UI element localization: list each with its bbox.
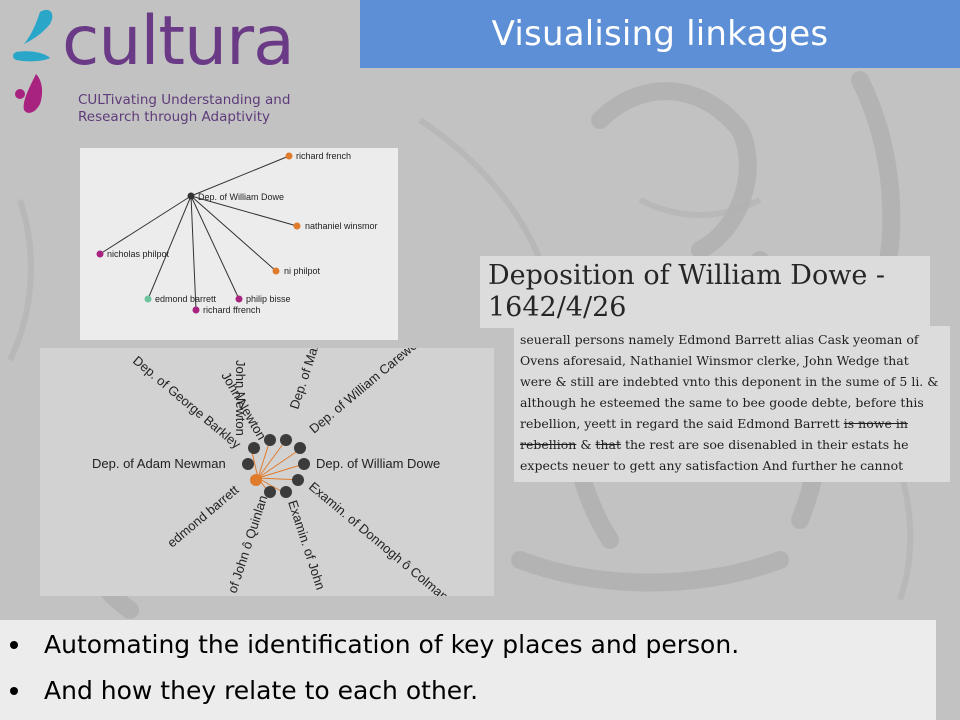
tree-node[interactable] bbox=[144, 295, 152, 303]
excerpt-line: rebellion & that the rest are soe disena… bbox=[520, 437, 909, 452]
struck-text: that bbox=[595, 437, 621, 452]
logo-wordmark: cultura bbox=[62, 2, 295, 81]
excerpt-line: although he esteemed the same to bee goo… bbox=[520, 395, 924, 410]
radial-edge bbox=[257, 463, 305, 479]
bullet-item: And how they relate to each other. bbox=[10, 676, 478, 705]
deposition-heading: Deposition of William Dowe - 1642/4/26 bbox=[480, 256, 930, 328]
radial-edge bbox=[257, 439, 271, 479]
radial-node[interactable] bbox=[280, 486, 292, 498]
radial-edge bbox=[257, 439, 287, 479]
radial-graph-panel: John Newton John Newton Dep. of Mary Dep… bbox=[40, 348, 494, 596]
radial-node[interactable] bbox=[248, 442, 260, 454]
bullet-list: Automating the identification of key pla… bbox=[0, 620, 936, 720]
radial-label: John Newton bbox=[233, 360, 248, 436]
struck-text: is nowe in bbox=[843, 416, 908, 431]
radial-label: Examin. of John bbox=[285, 498, 328, 591]
tree-node-label: richard french bbox=[296, 151, 351, 161]
tree-node[interactable] bbox=[272, 267, 280, 275]
struck-text: rebellion bbox=[520, 437, 577, 452]
tree-graph-panel: Dep. of William Dowe richard french nath… bbox=[80, 148, 398, 340]
radial-node[interactable] bbox=[242, 458, 254, 470]
tree-edge bbox=[147, 195, 192, 300]
radial-label: Dep. of Adam Newman bbox=[92, 456, 226, 471]
tree-edge bbox=[190, 195, 197, 311]
tree-edge bbox=[190, 195, 298, 227]
logo-tagline: CULTivating Understanding and Research t… bbox=[78, 92, 290, 126]
tree-node-label: richard ffrench bbox=[203, 305, 260, 315]
radial-label: Dep. of William Carewe bbox=[306, 348, 420, 436]
tree-node[interactable] bbox=[293, 222, 301, 230]
radial-label: Examin. of Donnogh ô Colman bbox=[306, 479, 451, 596]
radial-label: Dep. of William Dowe bbox=[316, 456, 440, 471]
tree-node-label: ni philpot bbox=[284, 266, 321, 276]
tree-node-label: philip bisse bbox=[246, 294, 291, 304]
bullet-dot-icon bbox=[10, 686, 18, 695]
radial-label: of John ô Quinlan bbox=[225, 493, 271, 595]
tree-node[interactable] bbox=[285, 152, 293, 160]
tree-edge bbox=[190, 195, 277, 272]
tree-node-group: richard french nathaniel winsmor nichola… bbox=[96, 151, 378, 315]
radial-edge bbox=[251, 451, 259, 479]
tree-node-label: edmond barrett bbox=[155, 294, 217, 304]
tree-center-label: Dep. of William Dowe bbox=[198, 192, 284, 202]
radial-edge bbox=[257, 447, 303, 479]
excerpt-line: were & still are indebted vnto this depo… bbox=[520, 374, 939, 389]
title-bar: Visualising linkages bbox=[360, 0, 960, 68]
tree-edge bbox=[99, 195, 192, 255]
radial-node[interactable] bbox=[264, 486, 276, 498]
radial-graph: John Newton John Newton Dep. of Mary Dep… bbox=[92, 348, 451, 596]
bullet-text: Automating the identification of key pla… bbox=[44, 630, 740, 659]
radial-node[interactable] bbox=[292, 474, 304, 486]
tree-node[interactable] bbox=[192, 306, 200, 314]
radial-node[interactable] bbox=[298, 458, 310, 470]
deposition-title-line1: Deposition of William Dowe - bbox=[488, 260, 885, 291]
radial-node[interactable] bbox=[294, 442, 306, 454]
radial-label: Dep. of Mary bbox=[287, 348, 324, 411]
deposition-title-line2: 1642/4/26 bbox=[488, 292, 627, 323]
logo-tagline-line2: Research through Adaptivity bbox=[78, 109, 271, 125]
excerpt-line: expects neuer to gett any satisfaction A… bbox=[520, 458, 904, 473]
radial-selected-node[interactable] bbox=[250, 474, 262, 486]
cultura-logo: cultura CULTivating Understanding and Re… bbox=[6, 2, 306, 132]
bullet-dot-icon bbox=[10, 640, 18, 649]
excerpt-text: rebellion, yeett in regard the said Edmo… bbox=[520, 416, 844, 431]
radial-node[interactable] bbox=[264, 434, 276, 446]
excerpt-text: the rest are soe disenabled in their est… bbox=[620, 437, 909, 452]
tree-graph: Dep. of William Dowe richard french nath… bbox=[96, 151, 378, 315]
logo-tagline-line1: CULTivating Understanding and bbox=[78, 92, 291, 108]
bullet-text: And how they relate to each other. bbox=[44, 676, 479, 705]
tree-node[interactable] bbox=[96, 250, 104, 258]
splash-icon bbox=[13, 9, 53, 113]
excerpt-line: seuerall persons namely Edmond Barrett a… bbox=[520, 332, 919, 347]
excerpt-line: rebellion, yeett in regard the said Edmo… bbox=[520, 416, 908, 431]
radial-label: edmond barrett bbox=[164, 482, 241, 550]
excerpt-line: Ovens aforesaid, Nathaniel Winsmor clerk… bbox=[520, 353, 909, 368]
tree-node-label: nathaniel winsmor bbox=[305, 221, 378, 231]
radial-label: Dep. of George Barkley bbox=[130, 353, 244, 452]
slide-title: Visualising linkages bbox=[491, 14, 829, 54]
tree-center-node[interactable] bbox=[187, 192, 195, 200]
tree-node[interactable] bbox=[235, 295, 243, 303]
tree-edge bbox=[190, 155, 290, 197]
excerpt-text: & bbox=[576, 437, 596, 452]
tree-edge bbox=[190, 195, 240, 300]
bullet-item: Automating the identification of key pla… bbox=[10, 630, 739, 659]
radial-node[interactable] bbox=[280, 434, 292, 446]
deposition-excerpt: seuerall persons namely Edmond Barrett a… bbox=[514, 326, 950, 482]
tree-node-label: nicholas philpot bbox=[107, 249, 170, 259]
